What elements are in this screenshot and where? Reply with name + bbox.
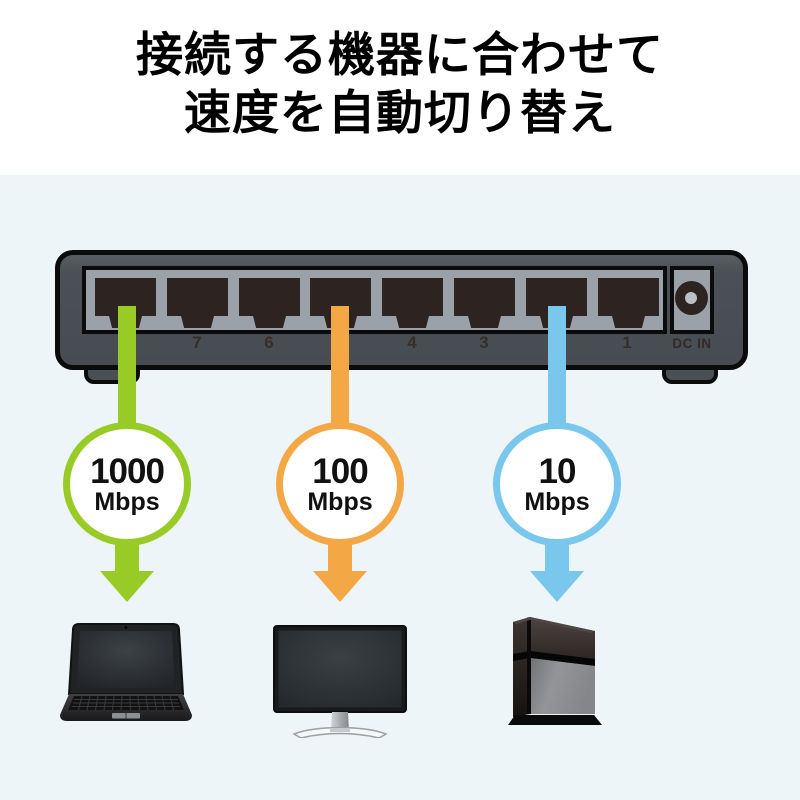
speed-value: 100 bbox=[312, 451, 368, 491]
blue-arrow-head-icon bbox=[530, 571, 584, 602]
ethernet-port-7-icon bbox=[167, 278, 228, 328]
dc-in-panel bbox=[670, 266, 714, 334]
port-label: 1 bbox=[622, 333, 632, 352]
speed-badge-10: 10 Mbps bbox=[493, 422, 621, 546]
ethernet-port-6-icon bbox=[239, 278, 300, 328]
orange-arrow-bar bbox=[331, 306, 349, 430]
speed-badge-100: 100 Mbps bbox=[276, 422, 404, 546]
port-label: 4 bbox=[407, 333, 417, 352]
green-arrow-head-icon bbox=[100, 571, 154, 602]
ethernet-port-1-icon bbox=[598, 278, 659, 328]
laptop-icon bbox=[60, 623, 192, 721]
game-console-icon bbox=[508, 617, 602, 725]
speed-unit: Mbps bbox=[524, 487, 590, 516]
ethernet-port-3-icon bbox=[454, 278, 515, 328]
title-line-2: 速度を自動切り替え bbox=[184, 86, 616, 139]
speed-badge-1000: 1000 Mbps bbox=[63, 422, 191, 546]
orange-arrow-head-icon bbox=[313, 571, 367, 602]
ethernet-port-4-icon bbox=[382, 278, 443, 328]
dc-power-jack-icon bbox=[675, 281, 708, 315]
page-title: 接続する機器に合わせて 速度を自動切り替え bbox=[0, 26, 800, 142]
dc-in-label: DC IN bbox=[672, 336, 712, 351]
speed-unit: Mbps bbox=[307, 487, 373, 516]
blue-arrow-bar bbox=[548, 306, 566, 430]
speed-value: 1000 bbox=[90, 451, 165, 491]
desktop-monitor-icon bbox=[273, 625, 407, 738]
port-label: 6 bbox=[264, 333, 274, 352]
port-panel bbox=[82, 266, 667, 334]
speed-unit: Mbps bbox=[94, 487, 160, 516]
port-label: 7 bbox=[192, 333, 202, 352]
title-line-1: 接続する機器に合わせて bbox=[136, 28, 664, 81]
green-arrow-bar bbox=[118, 306, 136, 430]
port-label: 3 bbox=[479, 333, 489, 352]
speed-value: 10 bbox=[538, 451, 577, 491]
